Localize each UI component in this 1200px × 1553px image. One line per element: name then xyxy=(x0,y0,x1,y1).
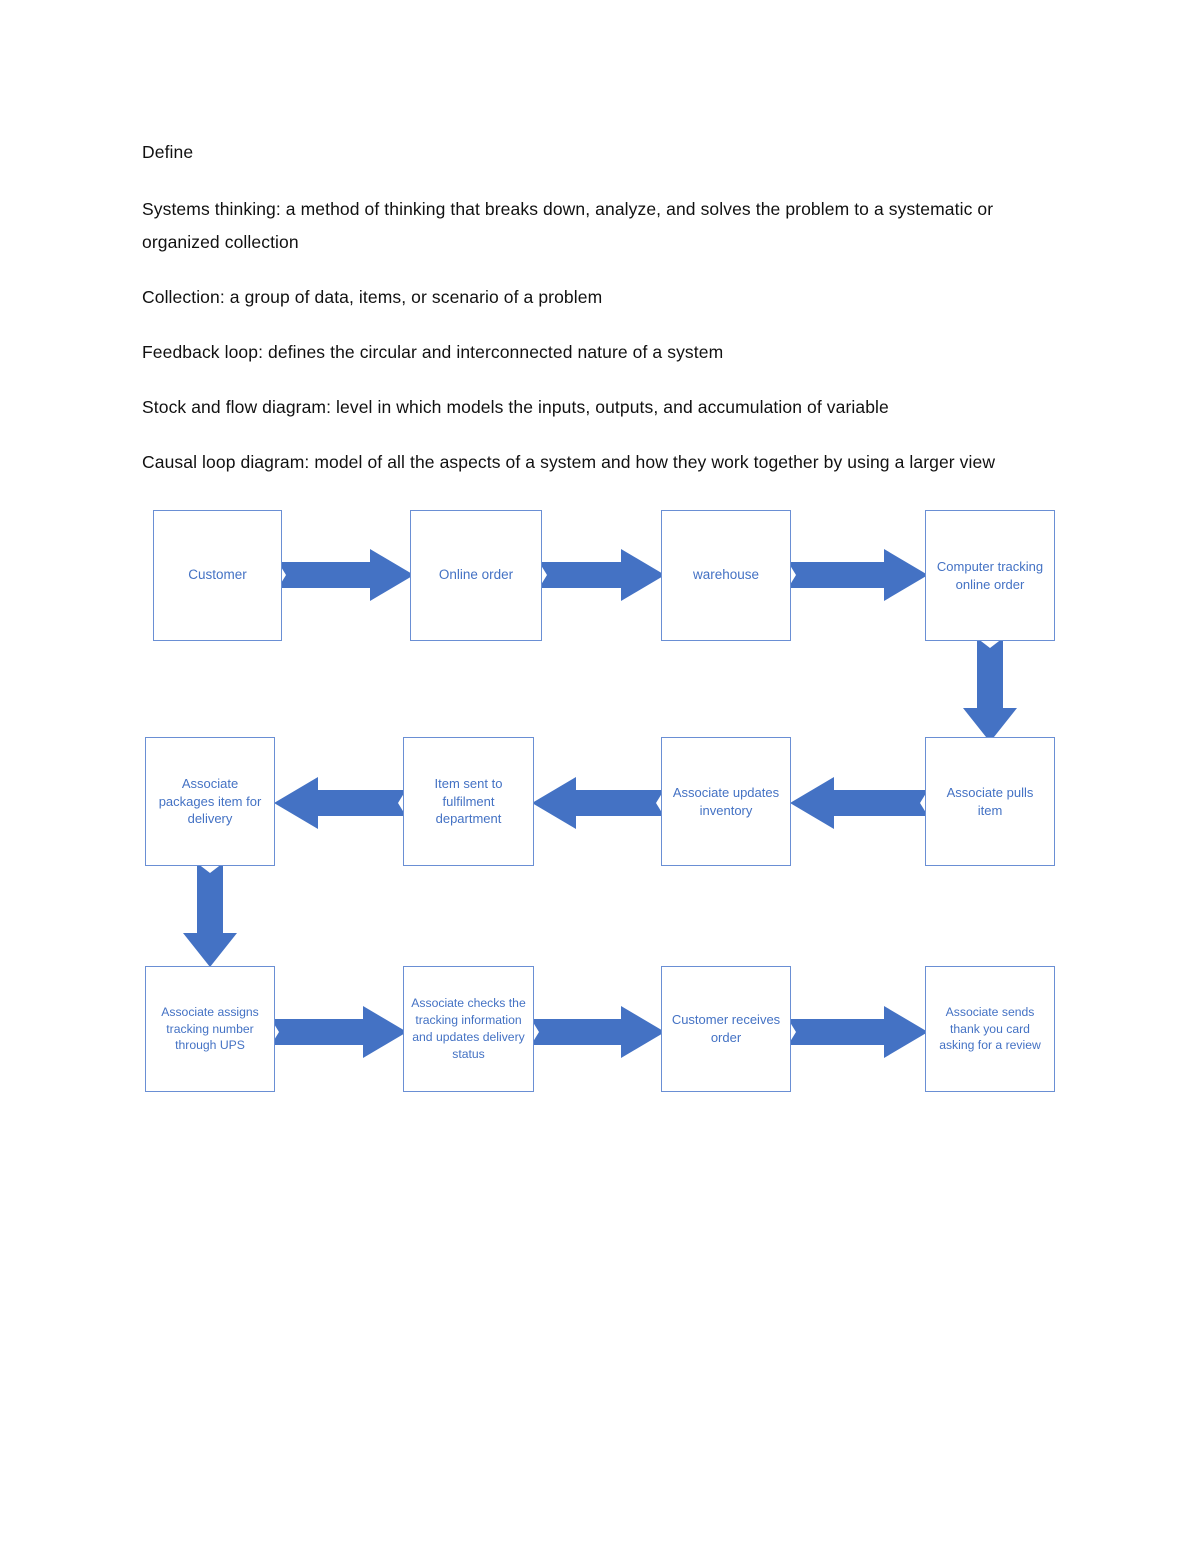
arrow-row1-3-right-icon xyxy=(788,549,928,601)
flow-box-label: Associate pulls item xyxy=(946,784,1034,818)
arrow-row3-3-right-icon xyxy=(788,1006,928,1058)
flow-box-label: Customer receives order xyxy=(671,1012,781,1045)
arrow-row2-2-left-icon xyxy=(532,777,664,829)
flow-box-label: Item sent to fulfilment department xyxy=(434,775,503,827)
document-text-block: Define Systems thinking: a method of thi… xyxy=(142,136,1062,501)
flow-box-label: Associate checks the tracking informatio… xyxy=(411,996,526,1061)
flow-box-associate-updates-inventory: Associate updates inventory xyxy=(661,737,791,866)
definition-stock-and-flow-diagram: Stock and flow diagram: level in which m… xyxy=(142,397,889,417)
flow-box-label: warehouse xyxy=(692,567,760,583)
flow-box-label: Online order xyxy=(438,567,514,583)
flow-box-label: Associate sends thank you card asking fo… xyxy=(939,1004,1041,1053)
flow-box-computer-tracking-online-order: Computer tracking online order xyxy=(925,510,1055,641)
page-title: Define xyxy=(142,142,194,162)
flow-box-item-sent-to-fulfilment: Item sent to fulfilment department xyxy=(403,737,534,866)
arrow-row3-1-right-icon xyxy=(271,1006,407,1058)
arrow-row2-to-row3-down-icon xyxy=(183,863,237,967)
arrow-row1-to-row2-down-icon xyxy=(963,638,1017,742)
arrow-row3-2-right-icon xyxy=(531,1006,665,1058)
arrow-row1-1-right-icon xyxy=(278,549,414,601)
flow-box-label: Associate updates inventory xyxy=(672,784,780,818)
flow-box-label: Associate packages item for delivery xyxy=(158,775,262,827)
flow-box-warehouse: warehouse xyxy=(661,510,791,641)
flow-box-online-order: Online order xyxy=(410,510,542,641)
flow-box-associate-pulls-item: Associate pulls item xyxy=(925,737,1055,866)
definition-systems-thinking: Systems thinking: a method of thinking t… xyxy=(142,199,994,252)
flow-box-customer: Customer xyxy=(153,510,282,641)
flow-box-associate-checks-tracking-information: Associate checks the tracking informatio… xyxy=(403,966,534,1092)
definition-feedback-loop: Feedback loop: defines the circular and … xyxy=(142,342,724,362)
arrow-row1-2-right-icon xyxy=(539,549,665,601)
arrow-row2-3-left-icon xyxy=(790,777,928,829)
definition-collection: Collection: a group of data, items, or s… xyxy=(142,287,603,307)
arrow-row2-1-left-icon xyxy=(274,777,406,829)
definition-causal-loop-diagram: Causal loop diagram: model of all the as… xyxy=(142,452,996,472)
flow-box-associate-sends-thank-you-card: Associate sends thank you card asking fo… xyxy=(925,966,1055,1092)
flow-box-label: Associate assigns tracking number throug… xyxy=(161,1004,259,1053)
flow-box-associate-assigns-tracking-number: Associate assigns tracking number throug… xyxy=(145,966,275,1092)
flow-box-label: Customer xyxy=(188,567,247,583)
flow-box-customer-receives-order: Customer receives order xyxy=(661,966,791,1092)
flow-box-associate-packages-item: Associate packages item for delivery xyxy=(145,737,275,866)
flow-box-label: Computer tracking online order xyxy=(936,558,1044,592)
